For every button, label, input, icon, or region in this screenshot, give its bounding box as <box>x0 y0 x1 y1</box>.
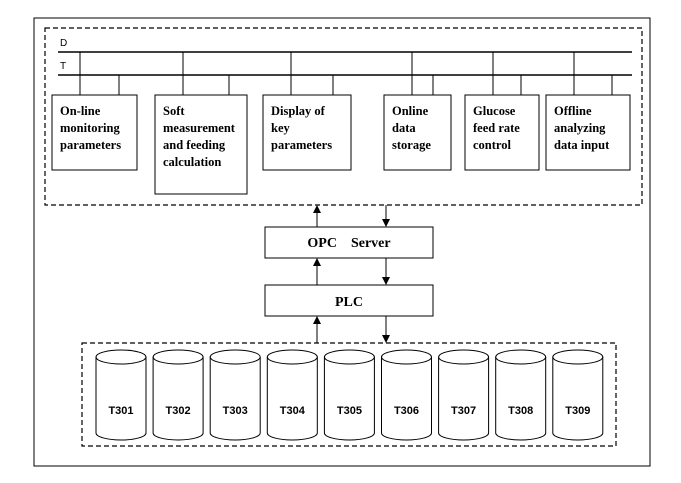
tank-t304: T304 <box>266 349 318 441</box>
tank-t305: T305 <box>323 349 375 441</box>
tank-top <box>323 349 375 365</box>
outer-frame <box>33 17 651 467</box>
tank-label: T308 <box>508 405 533 417</box>
bus-label-d: D <box>60 38 67 49</box>
tank-body <box>266 357 318 441</box>
tank-label: T304 <box>280 405 306 417</box>
module-label-display-key-parameters-line-3: parameters <box>271 138 332 152</box>
tank-label: T303 <box>223 405 248 417</box>
tank-group: T301 T302 T303 T304 T305 T306 T307 T308 T309 <box>95 349 604 441</box>
tank-body <box>209 357 261 441</box>
module-label-glucose-feed-rate-control-line-1: Glucose <box>473 104 516 118</box>
tank-body <box>552 357 604 441</box>
tank-body <box>323 357 375 441</box>
module-label-glucose-feed-rate-control-line-2: feed rate <box>473 121 520 135</box>
tank-top <box>552 349 604 365</box>
module-label-glucose-feed-rate-control-line-3: control <box>473 138 511 152</box>
module-label-soft-measurement-line-2: measurement <box>163 121 236 135</box>
module-box-online-monitoring <box>51 94 138 171</box>
tank-t308: T308 <box>495 349 547 441</box>
module-box-glucose-feed-rate-control <box>464 94 540 171</box>
tank-label: T307 <box>451 405 476 417</box>
application-layer-container <box>44 27 643 206</box>
tank-body <box>381 357 432 441</box>
tank-label: T301 <box>108 405 133 417</box>
tank-label: T306 <box>394 405 419 417</box>
module-label-online-monitoring-line-1: On-line <box>60 104 101 118</box>
tank-body <box>495 357 547 441</box>
tank-top <box>381 349 432 365</box>
tank-t303: T303 <box>209 349 261 441</box>
tank-label: T305 <box>337 405 362 417</box>
module-label-offline-analyzing-data-input-line-1: Offline <box>554 104 592 118</box>
tank-top <box>95 349 147 365</box>
tank-label: T302 <box>166 405 191 417</box>
opc-server-box <box>264 226 434 259</box>
module-label-online-data-storage-line-2: data <box>392 121 416 135</box>
module-group: On-line monitoring parameters Soft measureme… <box>51 52 631 195</box>
module-label-display-key-parameters-line-2: key <box>271 121 291 135</box>
opc-server-label: OPC Server <box>307 236 390 251</box>
bus-label-t: T <box>60 61 66 72</box>
module-label-online-data-storage-line-3: storage <box>392 138 431 152</box>
plc-label: PLC <box>335 295 363 310</box>
tank-field-container <box>81 342 617 447</box>
module-label-offline-analyzing-data-input-line-3: data input <box>554 138 610 152</box>
tank-label: T309 <box>565 405 590 417</box>
module-box-soft-measurement <box>154 94 248 195</box>
module-label-soft-measurement-line-1: Soft <box>163 104 185 118</box>
tank-top <box>438 349 490 365</box>
tank-top <box>152 349 204 365</box>
module-box-offline-analyzing-data-input <box>545 94 631 171</box>
tank-t307: T307 <box>438 349 490 441</box>
tank-top <box>209 349 261 365</box>
module-label-online-monitoring-line-3: parameters <box>60 138 121 152</box>
module-label-soft-measurement-line-3: and feeding <box>163 138 226 152</box>
module-label-offline-analyzing-data-input-line-2: analyzing <box>554 121 606 135</box>
module-box-online-data-storage <box>383 94 452 171</box>
tank-top <box>266 349 318 365</box>
tank-t302: T302 <box>152 349 204 441</box>
tank-body <box>438 357 490 441</box>
tank-t306: T306 <box>381 349 432 441</box>
module-box-display-key-parameters <box>262 94 352 171</box>
module-label-online-data-storage-line-1: Online <box>392 104 429 118</box>
module-label-display-key-parameters-line-1: Display of <box>271 104 326 118</box>
plc-box <box>264 284 434 317</box>
tank-body <box>95 357 147 441</box>
tank-top <box>495 349 547 365</box>
tank-t301: T301 <box>95 349 147 441</box>
tank-t309: T309 <box>552 349 604 441</box>
tank-body <box>152 357 204 441</box>
module-label-online-monitoring-line-2: monitoring <box>60 121 120 135</box>
module-label-soft-measurement-line-4: calculation <box>163 155 221 169</box>
